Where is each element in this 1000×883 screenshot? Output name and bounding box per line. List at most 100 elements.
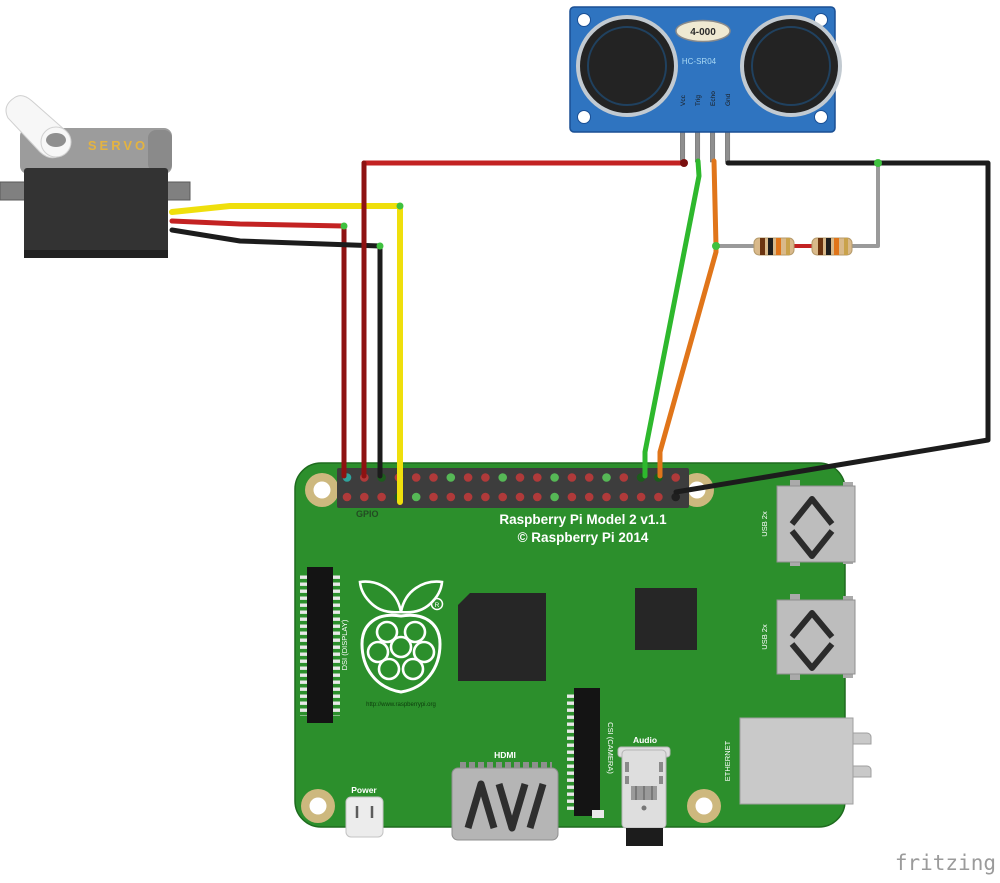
gpio-pin-bottom-11 bbox=[515, 492, 525, 502]
usb-port-top: USB 2x bbox=[760, 480, 856, 566]
pin-label-trig: Trig bbox=[695, 95, 702, 106]
wire-cap-vcc bbox=[680, 159, 688, 167]
pin-label-echo: Echo bbox=[710, 91, 717, 106]
pi-mounting-holes bbox=[301, 473, 721, 823]
gpio-pin-bottom-19 bbox=[654, 492, 663, 502]
gpio-pin-top-10 bbox=[498, 473, 508, 482]
pin-label-gnd: Gnd bbox=[725, 93, 732, 106]
gpio-pin-top-16 bbox=[602, 473, 611, 482]
gpio-pin-bottom-12 bbox=[533, 492, 542, 502]
csi-connector: CSI (CAMERA) bbox=[567, 688, 615, 818]
sensor-crystal: 4-000 bbox=[675, 19, 731, 43]
pin-label-vcc: Vcc bbox=[680, 94, 687, 106]
servo-tab-left bbox=[0, 181, 27, 201]
usb-hub-chip bbox=[635, 588, 697, 650]
gpio-pin-top-7 bbox=[446, 473, 456, 482]
gpio-pin-bottom-14 bbox=[567, 492, 577, 502]
wire-servo-power-red bbox=[169, 218, 347, 229]
wire-echo-orange bbox=[657, 158, 719, 479]
junction-gnd-divider bbox=[874, 159, 882, 167]
gpio-pin-bottom-1 bbox=[342, 492, 352, 502]
resistor-1 bbox=[753, 237, 795, 256]
csi-label: CSI (CAMERA) bbox=[606, 722, 615, 774]
sensor-transducer-right bbox=[740, 15, 842, 117]
servo-body-base bbox=[24, 250, 168, 258]
gpio-pin-bottom-20 bbox=[671, 492, 680, 502]
wire-servo-signal-yellow bbox=[169, 203, 403, 505]
gpio-pin-top-8 bbox=[463, 473, 473, 482]
wire-servo-ground-black bbox=[169, 227, 383, 479]
pi-url-label: http://www.raspberrypi.org bbox=[366, 702, 436, 708]
usb-port-bottom: USB 2x bbox=[760, 594, 856, 680]
power-label: Power bbox=[351, 785, 377, 795]
gpio-pin-top-17 bbox=[619, 473, 629, 482]
audio-jack: Audio bbox=[617, 735, 671, 846]
sensor-pin-labels: Vcc Trig Echo Gnd bbox=[680, 91, 732, 106]
sensor-corner-holes bbox=[577, 13, 828, 124]
gpio-header: GPIO bbox=[337, 468, 689, 519]
soc-chip bbox=[458, 593, 546, 681]
wire-junctions bbox=[340, 159, 882, 250]
gpio-pin-bottom-17 bbox=[619, 492, 629, 502]
gpio-pin-bottom-7 bbox=[446, 492, 456, 502]
gpio-pin-top-15 bbox=[584, 473, 594, 482]
gpio-pin-top-9 bbox=[481, 473, 490, 482]
wires bbox=[169, 158, 991, 505]
gpio-pin-bottom-2 bbox=[360, 492, 369, 502]
hdmi-connector: HDMI bbox=[451, 750, 559, 841]
gpio-pin-top-5 bbox=[411, 473, 421, 482]
gpio-pin-bottom-16 bbox=[602, 492, 611, 502]
gpio-pin-bottom-3 bbox=[377, 492, 386, 502]
registered-trademark-icon bbox=[430, 597, 444, 611]
gpio-pin-bottom-9 bbox=[481, 492, 490, 502]
wire-divider-gray bbox=[850, 162, 880, 248]
junction-echo-divider bbox=[712, 242, 720, 250]
usb-bottom-label: USB 2x bbox=[760, 624, 769, 650]
gpio-pin-top-20 bbox=[671, 473, 680, 482]
audio-label: Audio bbox=[633, 735, 657, 745]
usb-top-label: USB 2x bbox=[760, 511, 769, 537]
gpio-pin-bottom-13 bbox=[550, 492, 559, 502]
resistor-2 bbox=[811, 237, 853, 256]
gpio-pin-top-13 bbox=[550, 473, 559, 482]
gpio-pin-bottom-6 bbox=[429, 492, 438, 502]
servo-horn bbox=[5, 95, 72, 159]
hdmi-pins-glyph bbox=[464, 780, 547, 832]
gpio-pin-top-14 bbox=[567, 473, 577, 482]
gpio-pin-top-12 bbox=[533, 473, 542, 482]
ethernet-label: ETHERNET bbox=[723, 740, 732, 781]
gpio-pin-bottom-5 bbox=[411, 492, 421, 502]
servo-label: SERVO bbox=[88, 138, 148, 153]
junction-servo-red bbox=[340, 222, 348, 230]
pi-title: Raspberry Pi Model 2 v1.1 bbox=[499, 512, 667, 527]
junction-servo-yellow bbox=[396, 202, 404, 210]
junction-servo-black bbox=[376, 242, 384, 250]
gpio-pin-top-11 bbox=[515, 473, 525, 482]
registered-mark-letter: R bbox=[435, 602, 440, 609]
hc-sr04-sensor: 4-000 HC-SR04 Vcc Trig Echo Gnd bbox=[569, 6, 842, 163]
wire-gnd-black bbox=[673, 160, 991, 495]
dsi-label: DSI (DISPLAY) bbox=[340, 619, 349, 670]
power-connector: Power bbox=[345, 785, 384, 838]
hdmi-label: HDMI bbox=[494, 750, 516, 760]
servo-cap-shade bbox=[148, 130, 172, 172]
pi-copyright: © Raspberry Pi 2014 bbox=[518, 530, 649, 545]
raspberry-pi-logo: R bbox=[358, 580, 444, 694]
gpio-pin-top-6 bbox=[429, 473, 438, 482]
sensor-transducer-left bbox=[576, 15, 678, 117]
fritzing-watermark: fritzing bbox=[895, 851, 996, 875]
gpio-pin-bottom-8 bbox=[463, 492, 473, 502]
servo-tab-right bbox=[165, 181, 191, 201]
gpio-label: GPIO bbox=[356, 509, 379, 519]
raspberry-pi-board: GPIO Raspberry Pi Model 2 v1.1 © Raspber… bbox=[294, 462, 872, 846]
gpio-pin-bottom-18 bbox=[636, 492, 646, 502]
sensor-model-label: HC-SR04 bbox=[682, 57, 717, 66]
servo-motor: SERVO bbox=[0, 95, 191, 258]
crystal-label: 4-000 bbox=[690, 27, 716, 38]
servo-body bbox=[24, 168, 168, 258]
ethernet-connector: ETHERNET bbox=[723, 717, 872, 805]
wire-trig-green bbox=[642, 158, 702, 479]
dsi-connector: DSI (DISPLAY) bbox=[300, 567, 349, 723]
gpio-pin-bottom-15 bbox=[584, 492, 594, 502]
